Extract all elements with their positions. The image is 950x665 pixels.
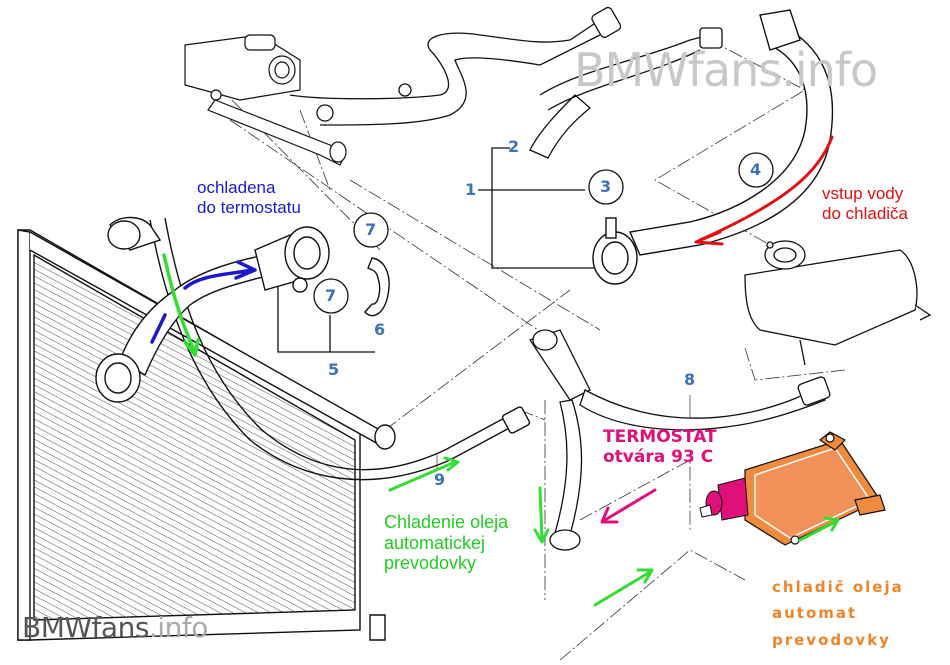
note-oil-cooler: chladič oleja automat prevodovky [772, 574, 904, 653]
watermark-suffix: .info [148, 611, 208, 644]
watermark-top: BMWfans.info [574, 43, 878, 97]
green-arrow-down [533, 486, 550, 544]
part-number-7a: 7 [365, 220, 377, 239]
note-cooled-to-thermostat: ochladena do termostatu [197, 178, 301, 217]
blue-arrow-upper [183, 260, 257, 290]
hose-8 [528, 329, 831, 551]
note-line: chladič oleja [772, 578, 904, 596]
green-arrow-hose-9 [388, 456, 460, 492]
callout-bracket-5 [277, 285, 375, 353]
note-line: automatickej [384, 532, 486, 553]
note-line: Chladenie oleja [384, 512, 509, 532]
hose-6 [364, 257, 390, 317]
note-line: do chladiča [822, 203, 909, 223]
green-arrow-vertical [162, 253, 200, 357]
part-number-8: 8 [684, 370, 696, 389]
note-line: automat [772, 604, 858, 623]
oil-cooler [744, 431, 886, 546]
thermostat-housing [184, 34, 347, 166]
note-line: do termostatu [197, 197, 301, 217]
blue-arrow-lower [150, 313, 167, 344]
hose-upper-right [539, 27, 723, 111]
part-number-3: 3 [600, 177, 612, 196]
red-arrow [694, 135, 834, 246]
part-number-1: 1 [465, 180, 477, 199]
note-line: prevodovky [384, 553, 477, 574]
callout-circles [313, 152, 774, 314]
note-water-inlet: vstup vody do chladiča [822, 184, 908, 223]
note-line: prevodovky [772, 630, 891, 649]
hose-2 [529, 94, 592, 159]
note-line: otvára 93 C [603, 446, 714, 467]
green-arrow-cooler-out [798, 516, 840, 542]
callout-bracket-1 [478, 147, 600, 269]
note-line: vstup vody [822, 184, 904, 203]
note-line: ochladena [197, 178, 276, 197]
part-number-6: 6 [374, 320, 386, 339]
part-number-9: 9 [434, 470, 446, 489]
note-thermostat: TERMOSTAT otvára 93 C [603, 427, 717, 467]
note-line: TERMOSTAT [603, 427, 717, 447]
radiator [17, 229, 396, 641]
hose-upper-s [289, 6, 622, 126]
pink-arrow [600, 488, 657, 524]
part-number-2: 2 [508, 137, 520, 156]
flow-arrows [150, 135, 840, 607]
expansion-tank [744, 240, 932, 366]
green-arrow-cooler-in [593, 568, 654, 607]
watermark-brand: BMWfans [22, 611, 149, 644]
part-number-5: 5 [328, 360, 340, 379]
watermark-bottom: BMWfans.info [22, 611, 208, 644]
oil-cooler-thermostat [699, 477, 749, 521]
note-transmission-oil-cooling: Chladenie oleja automatickej prevodovky [384, 512, 508, 574]
hose-5-thermostat-neck [254, 226, 330, 293]
part-number-7b: 7 [325, 286, 337, 305]
hose-lower [149, 217, 531, 481]
part-number-4: 4 [750, 160, 762, 179]
